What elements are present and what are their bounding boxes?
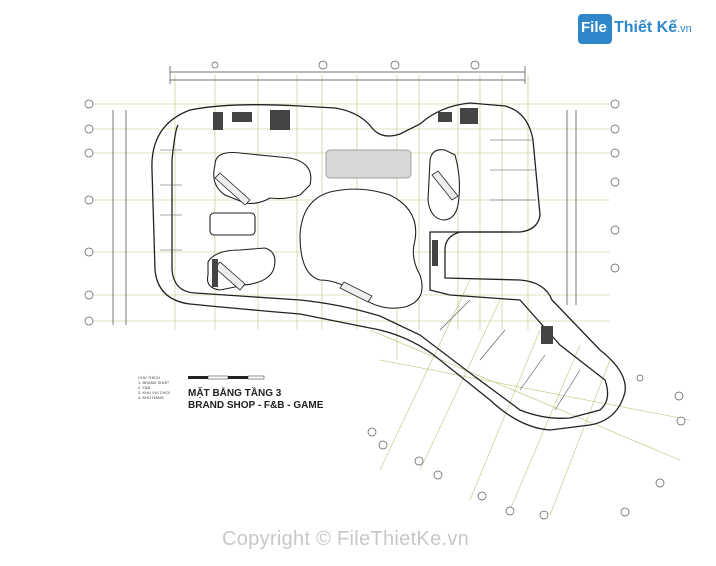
building-outline — [151, 102, 626, 431]
atrium-voids — [206, 149, 461, 309]
service-cores — [212, 108, 553, 344]
legend-item: 2. F&B — [138, 385, 151, 390]
top-dimension-lines — [112, 66, 577, 325]
legend-item: 1. BRAND SHOP — [138, 380, 169, 385]
scale-bar — [188, 375, 265, 380]
escalators — [214, 170, 459, 303]
legend-heading: CHÚ THÍCH — [138, 375, 160, 380]
logo-name: Thiết Kế.vn — [614, 19, 692, 36]
shop-partitions — [160, 139, 581, 411]
filethietke-logo: File Thiết Kế.vn — [578, 12, 708, 46]
feature-area — [325, 149, 412, 179]
copyright-watermark: Copyright © FileThietKe.vn — [222, 528, 470, 550]
legend: CHÚ THÍCH 1. BRAND SHOP 2. F&B 3. KHU VU… — [138, 375, 170, 400]
grid-markers — [84, 60, 686, 520]
logo-mark: File — [578, 14, 612, 44]
plan-title: MẶT BẰNG TẦNG 3 — [188, 388, 282, 399]
plan-subtitle: BRAND SHOP - F&B - GAME — [188, 400, 324, 411]
legend-item: 4. KHO HÀNG — [138, 395, 164, 400]
legend-item: 3. KHU VUI CHƠI — [138, 390, 171, 395]
